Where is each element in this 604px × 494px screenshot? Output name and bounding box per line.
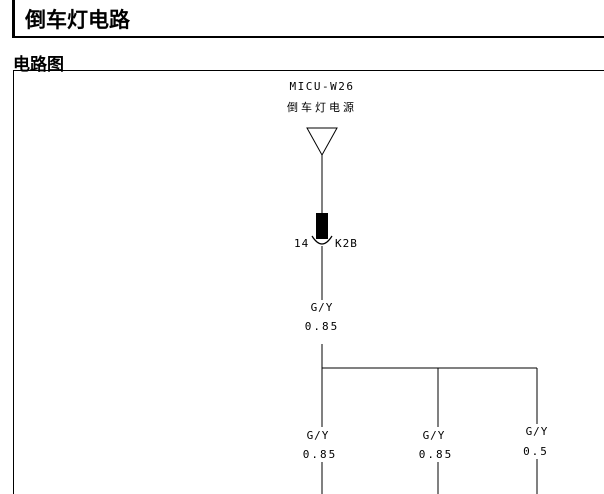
branch-1-color: G/Y <box>307 429 330 442</box>
main-wire-size: 0.85 <box>305 320 340 333</box>
diagram-frame <box>13 70 604 494</box>
connector-receptacle-icon <box>311 235 333 245</box>
branch-2-size: 0.85 <box>419 448 454 461</box>
source-name: 倒车灯电源 <box>287 100 357 114</box>
branch-1-size: 0.85 <box>303 448 338 461</box>
page-title: 倒车灯电路 <box>25 8 130 32</box>
branch-2-color: G/Y <box>423 429 446 442</box>
main-wire-color: G/Y <box>311 301 334 314</box>
title-bar: 倒车灯电路 <box>12 0 604 38</box>
power-source-triangle-icon <box>306 127 338 157</box>
branch-3-size: 0.5 <box>523 445 549 458</box>
connector-id-label: K2B <box>335 237 358 250</box>
branch-3-color: G/Y <box>526 425 549 438</box>
connector-terminal-icon <box>316 213 328 239</box>
connector-pin-label: 14 <box>294 237 309 250</box>
source-label: MICU-W26 <box>290 80 355 93</box>
